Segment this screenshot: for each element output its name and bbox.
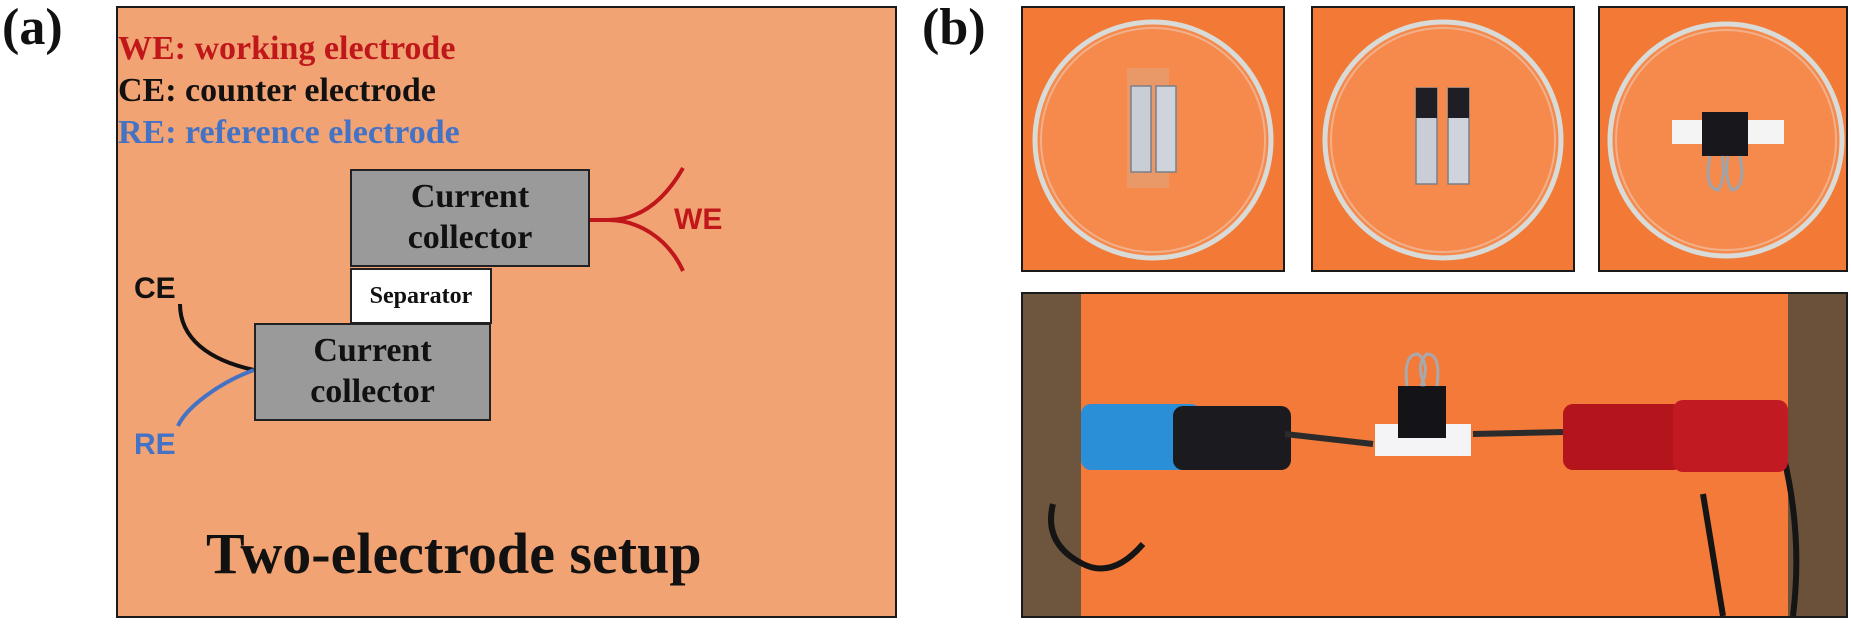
we-wire-label: WE — [674, 203, 723, 236]
setup-title: Two-electrode setup — [206, 521, 702, 586]
legend-working-electrode: WE: working electrode — [118, 30, 456, 67]
legend-reference-electrode: RE: reference electrode — [118, 114, 460, 151]
we-wire-branch-lower — [607, 218, 685, 272]
panel-b-label: (b) — [922, 0, 986, 56]
separator-box: Separator — [350, 268, 492, 324]
re-wire-label: RE — [134, 428, 176, 461]
bottom-collector-line1: Current — [313, 332, 432, 370]
photo-dish-coated-strips-svg — [1313, 8, 1573, 270]
panel-a-label: (a) — [2, 0, 63, 56]
photo-dish-clipped-cell — [1598, 6, 1848, 272]
top-collector-line2: collector — [407, 219, 533, 256]
photo-connected-setup-svg — [1023, 294, 1846, 616]
top-collector-line1: Current — [410, 178, 530, 216]
photo-connected-setup — [1021, 292, 1848, 618]
re-wire — [176, 368, 255, 427]
panel-a-diagram: WE: working electrode CE: counter electr… — [116, 6, 897, 618]
ce-wire-label: CE — [134, 272, 176, 305]
legend-counter-electrode: CE: counter electrode — [118, 72, 436, 109]
photo-dish-clipped-cell-svg — [1600, 8, 1846, 270]
bottom-collector-line2: collector — [310, 373, 435, 410]
photo-dish-coated-strips — [1311, 6, 1575, 272]
ce-wire — [178, 303, 255, 372]
wires — [176, 167, 685, 427]
photo-dish-bare-strips-svg — [1023, 8, 1283, 270]
photo-dish-bare-strips — [1021, 6, 1285, 272]
we-wire-branch-upper — [607, 167, 685, 222]
